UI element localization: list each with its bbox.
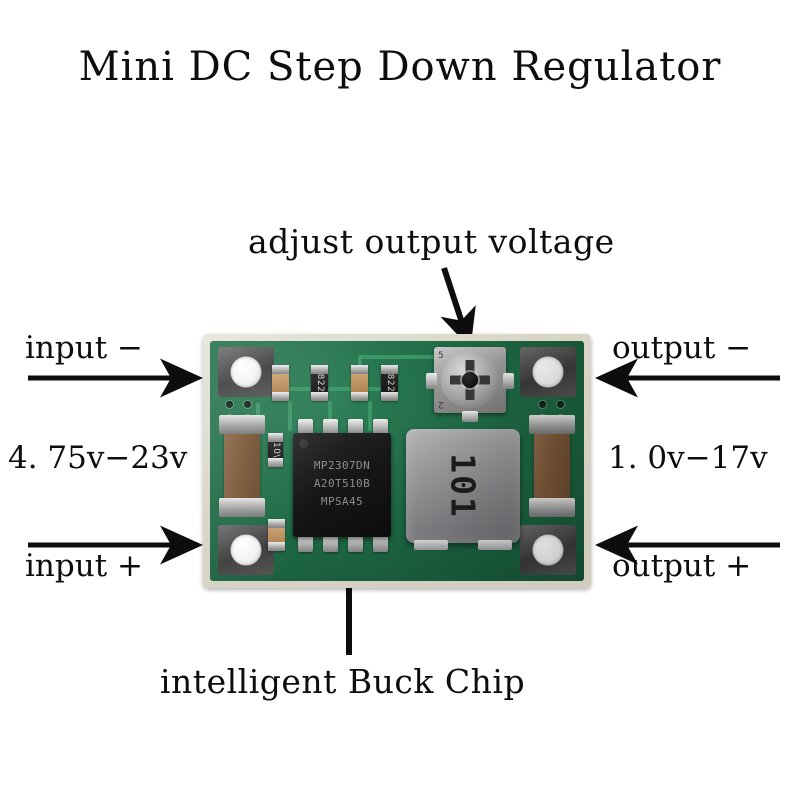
pcb-trace (256, 403, 260, 445)
pcb-trace (358, 355, 362, 389)
pcb-board-image: 822 822 10\ (203, 334, 591, 588)
pcb-solder-mask: 822 822 10\ (210, 341, 584, 581)
ic-marking-line3: MPSA45 (320, 495, 364, 508)
mounting-pad-top-left (218, 347, 274, 397)
through-hole (230, 534, 262, 566)
ic-pin (348, 535, 363, 552)
ic-marking-line2: A20T510B (313, 477, 371, 490)
label-output-voltage-range: 1. 0v−17v (608, 440, 768, 476)
smd-ceramic-capacitor (272, 365, 289, 401)
tantalum-capacitor-input (219, 415, 265, 517)
pointer-adjust-output-voltage (440, 267, 476, 349)
ic-pin1-notch (299, 439, 308, 448)
via-hole (539, 401, 546, 408)
capacitor-terminal (219, 498, 265, 517)
resistor-code: 822 (314, 373, 325, 393)
pot-adjust-slot (450, 375, 490, 385)
smd-terminal (272, 365, 289, 374)
smd-resistor: 822 (311, 365, 328, 401)
capacitor-terminal (529, 415, 575, 434)
ic-pin (323, 535, 338, 552)
pot-leg (503, 373, 514, 389)
smd-resistor: 822 (381, 365, 398, 401)
pcb-trace (284, 387, 384, 391)
smd-terminal (311, 392, 328, 401)
smd-resistor-small: 10\ (268, 433, 283, 467)
pcb-trace (328, 401, 332, 431)
smd-ceramic-capacitor (268, 519, 285, 551)
mounting-pad-bottom-right (520, 525, 576, 575)
smd-ceramic-capacitor (351, 365, 368, 401)
callout-adjust-output-voltage: adjust output voltage (248, 222, 615, 261)
smd-terminal (351, 365, 368, 374)
label-output-positive: output + (612, 548, 752, 584)
smd-terminal (268, 458, 283, 467)
ic-pin (323, 419, 338, 436)
mounting-pad-bottom-left (218, 525, 274, 575)
label-input-positive: input + (25, 548, 143, 584)
ic-pin (373, 535, 388, 552)
pot-marking-bottom: 2 (438, 399, 444, 409)
ic-pin (373, 419, 388, 436)
pot-body (441, 352, 499, 408)
via-hole (539, 415, 546, 422)
capacitor-terminal (529, 498, 575, 517)
capacitor-terminal (219, 415, 265, 434)
pcb-trace (368, 401, 372, 431)
through-hole (230, 356, 262, 388)
smd-terminal (311, 365, 328, 374)
inductor-terminal (414, 540, 448, 550)
pcb-trace (288, 401, 292, 431)
smd-terminal (268, 519, 285, 528)
via-hole (244, 401, 251, 408)
resistor-code-small: 10\ (270, 442, 281, 458)
pot-leg (462, 411, 478, 422)
mounting-pad-top-right (520, 347, 576, 397)
ic-pin (298, 535, 313, 552)
ic-pin (298, 419, 313, 436)
smd-terminal (272, 392, 289, 401)
via-hole (557, 401, 564, 408)
potentiometer-trimmer[interactable]: 5 2 (426, 347, 514, 422)
page-title: Mini DC Step Down Regulator (78, 44, 722, 90)
smd-terminal (268, 542, 285, 551)
label-input-negative: input − (25, 330, 143, 366)
via-hole (244, 415, 251, 422)
through-hole (532, 356, 564, 388)
resistor-code: 822 (384, 373, 395, 393)
pot-adjust-slot (465, 360, 475, 400)
via-hole (226, 401, 233, 408)
buck-converter-ic: MP2307DN A20T510B MPSA45 (293, 433, 391, 537)
through-hole (532, 534, 564, 566)
smd-terminal (381, 365, 398, 374)
smd-terminal (381, 392, 398, 401)
pot-marking-top: 5 (438, 351, 444, 361)
smd-terminal (268, 433, 283, 442)
ic-marking-line1: MP2307DN (313, 459, 371, 472)
label-output-negative: output − (612, 330, 752, 366)
via-hole (226, 415, 233, 422)
inductor-terminal (478, 540, 512, 550)
inductor-marking: 101 (443, 453, 483, 519)
pcb-trace (360, 355, 490, 359)
via-hole (557, 415, 564, 422)
pot-screw (462, 372, 478, 388)
callout-intelligent-buck-chip: intelligent Buck Chip (160, 662, 526, 701)
power-inductor: 101 (406, 429, 520, 550)
tantalum-capacitor-output (529, 415, 575, 517)
ic-pin (348, 419, 363, 436)
smd-terminal (351, 392, 368, 401)
label-input-voltage-range: 4. 75v−23v (8, 440, 188, 476)
pot-leg (426, 373, 437, 389)
